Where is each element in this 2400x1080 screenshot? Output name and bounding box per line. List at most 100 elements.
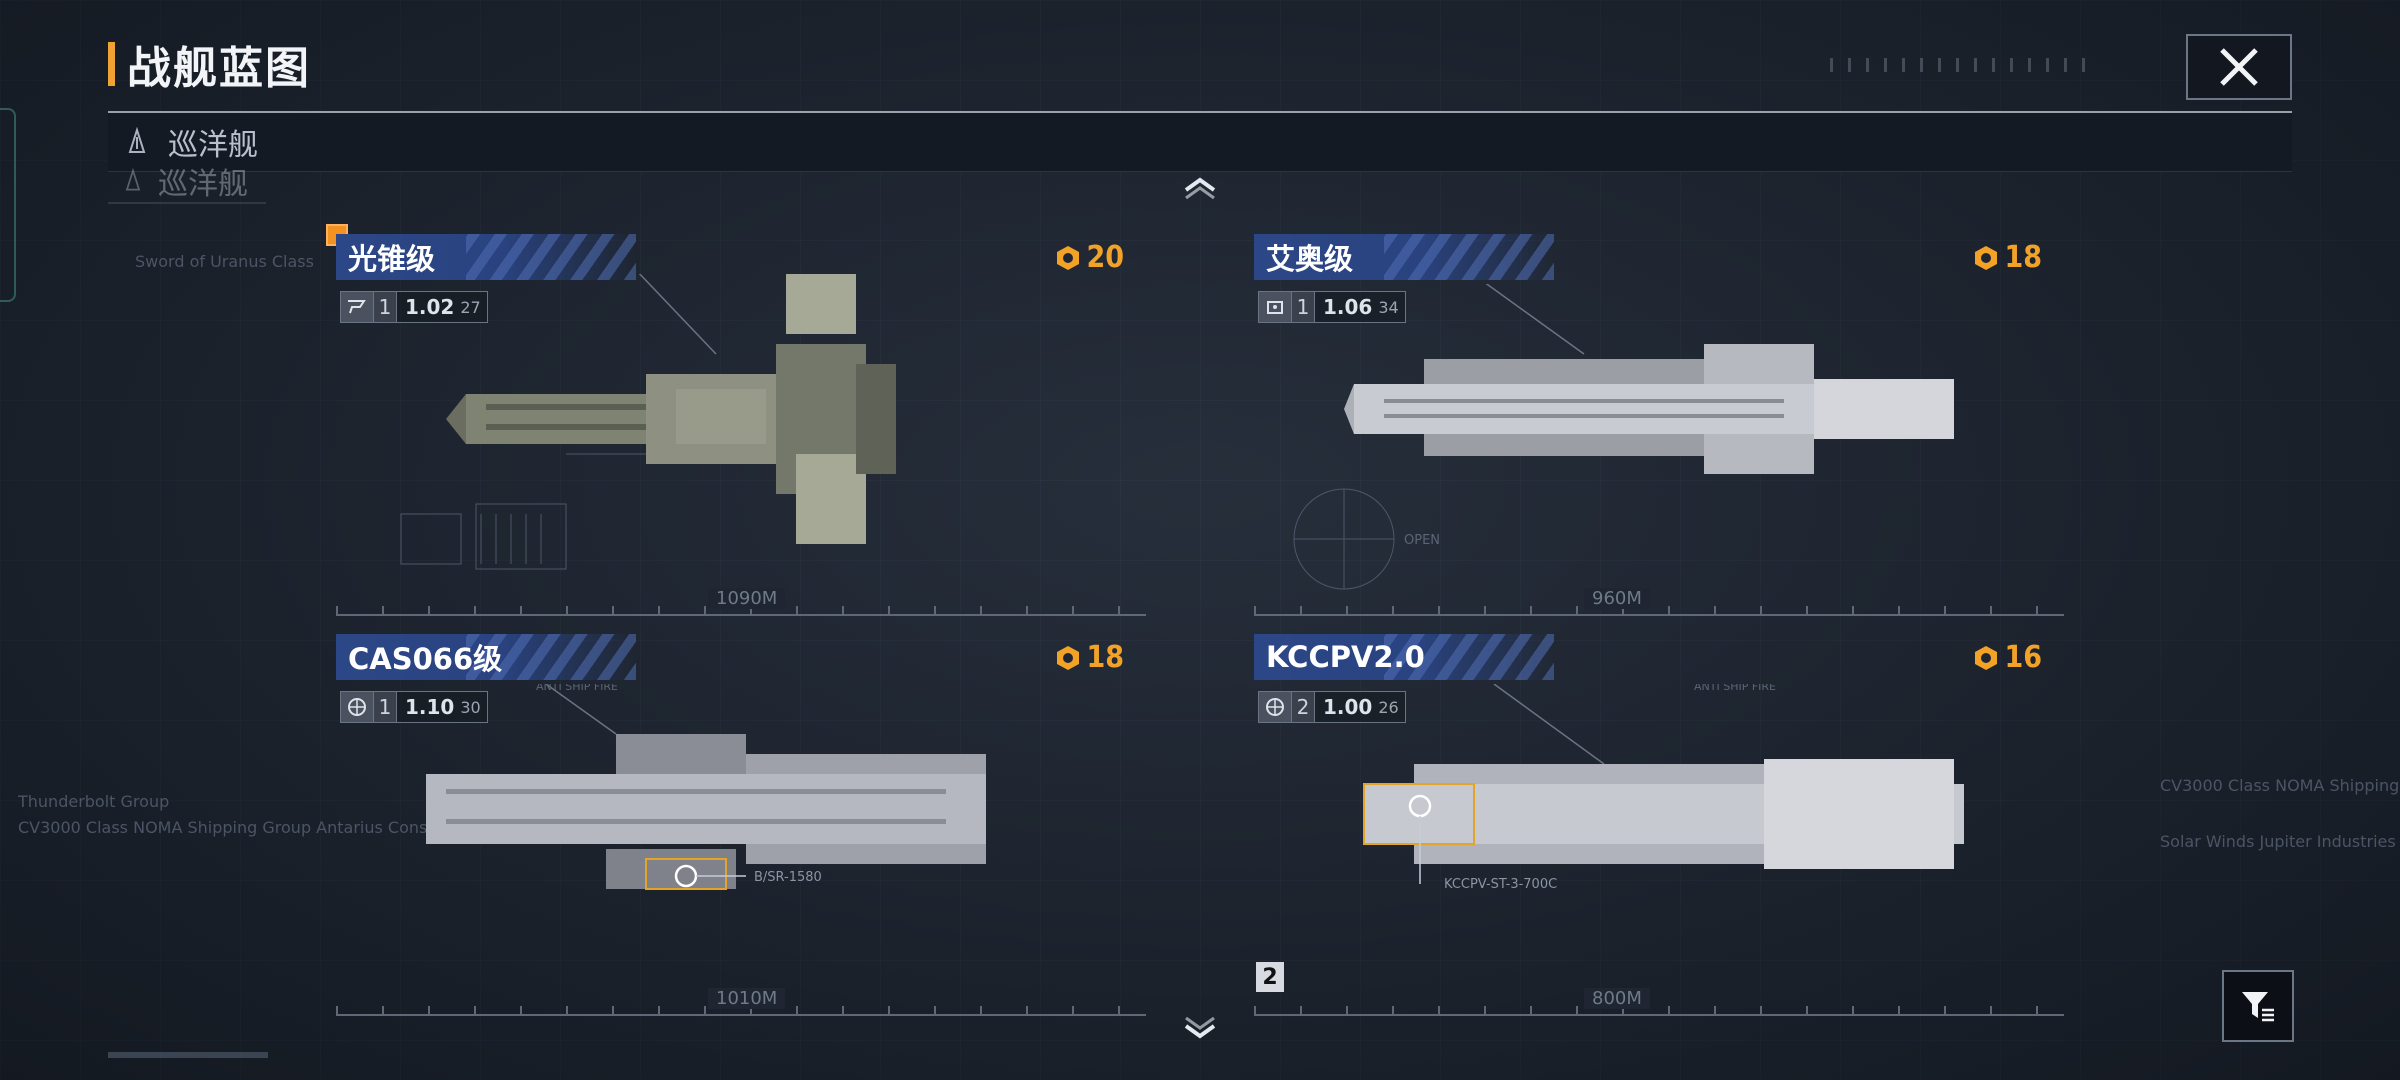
chevron-up-icon: [1184, 177, 1216, 200]
ship-name: CAS066级: [348, 642, 503, 676]
category-ghost-label: 巡洋舰: [158, 167, 248, 202]
open-label: OPEN: [1404, 533, 1440, 548]
ghost-text: Sword of Uranus Class: [135, 252, 314, 271]
spec-sub: 27: [460, 297, 481, 317]
ship-name-banner: KCCPV2.0: [1254, 634, 1554, 680]
banner-stripes: [1384, 634, 1554, 680]
ship-card[interactable]: 艾奥级 18 1 1.06 34 OPEN 960M: [1254, 234, 2074, 624]
spec-count: 1: [1291, 292, 1315, 322]
ruler-line: [336, 1014, 1146, 1016]
ship-name-banner: CAS066级: [336, 634, 636, 680]
spec-value: 1.10: [405, 695, 455, 719]
decor-tick-strip: [1830, 58, 2090, 72]
schematic-decor: [400, 503, 567, 570]
robot-icon: [1259, 292, 1291, 322]
page-title-text: 战舰蓝图: [127, 43, 311, 94]
header-divider: [108, 111, 2292, 113]
globe-icon: [341, 692, 373, 722]
close-button[interactable]: [2186, 34, 2292, 100]
length-ruler: 960M: [1254, 588, 2064, 620]
filter-icon: [2242, 992, 2274, 1022]
ship-length: 1010M: [708, 988, 786, 1009]
spec-sub: 34: [1378, 297, 1399, 317]
ship-cost: 16: [1972, 640, 2042, 675]
credit-hex-icon: [1975, 245, 1998, 270]
ghost-text: CV3000 Class NOMA Shipping Group Antariu…: [18, 818, 481, 837]
credit-hex-icon: [1975, 645, 1998, 670]
scroll-up-button[interactable]: [1180, 174, 1220, 204]
cruiser-class-icon: [125, 168, 141, 191]
credit-hex-icon: [1057, 245, 1080, 270]
ruler-line: [336, 614, 1146, 616]
ship-card[interactable]: KCCPV2.0 16 2 1.00 26 ANTI SHIP FIRE KCC…: [1254, 634, 2074, 1024]
ship-length: 1090M: [708, 588, 786, 609]
ship-card[interactable]: CAS066级 18 1 1.10 30 ANTI SHIP FIRE B/SR…: [336, 634, 1156, 1024]
banner-stripes: [466, 634, 636, 680]
level-badge: 2: [1256, 962, 1284, 992]
ship-spec: 1 1.02 27: [340, 291, 488, 323]
ship-length: 800M: [1584, 988, 1650, 1009]
filter-button[interactable]: [2222, 970, 2294, 1042]
spec-count: 1: [373, 692, 397, 722]
callout-label: B/SR-1580: [754, 870, 822, 885]
scroll-indicator: [108, 1052, 268, 1058]
ship-image: ANTI SHIP FIRE KCCPV-ST-3-700C: [1363, 684, 1964, 892]
ship-length: 960M: [1584, 588, 1650, 609]
schematic-decor: OPEN: [1293, 488, 1440, 590]
ship-spec: 1 1.10 30: [340, 691, 488, 723]
left-edge-tab[interactable]: [0, 108, 16, 302]
close-icon: [2220, 48, 2258, 86]
ruler-ticks: [1254, 1006, 2064, 1014]
callout-label: KCCPV-ST-3-700C: [1444, 877, 1557, 892]
ship-name-banner: 光锥级: [336, 234, 636, 280]
ruler-line: [1254, 1014, 2064, 1016]
ruler-ticks: [1254, 606, 2064, 614]
credit-hex-icon: [1057, 645, 1080, 670]
ruler-ticks: [336, 606, 1146, 614]
title-accent-bar: [108, 42, 115, 86]
spec-sub: 26: [1378, 697, 1399, 717]
chevron-down-icon: [1184, 1016, 1216, 1039]
ship-image: [1344, 284, 1954, 474]
anti-ship-label: ANTI SHIP FIRE: [1694, 684, 1776, 693]
spec-value: 1.02: [405, 295, 455, 319]
ghost-text: Solar Winds Jupiter Industries: [2160, 832, 2396, 851]
globe-icon: [1259, 692, 1291, 722]
scroll-down-button[interactable]: [1180, 1012, 1220, 1042]
category-dropdown[interactable]: 巡洋舰: [108, 113, 2292, 172]
ship-cost: 18: [1972, 240, 2042, 275]
spec-value: 1.00: [1323, 695, 1373, 719]
ship-image: [446, 274, 896, 544]
ghost-text: Thunderbolt Group: [18, 792, 170, 811]
ship-name: 光锥级: [348, 242, 436, 276]
length-ruler: 800M: [1254, 988, 2064, 1020]
ship-cost-value: 18: [2004, 240, 2042, 275]
anti-ship-label: ANTI SHIP FIRE: [536, 684, 618, 693]
category-ghost: 巡洋舰: [108, 160, 266, 204]
category-label: 巡洋舰: [168, 128, 258, 163]
spec-count: 2: [1291, 692, 1315, 722]
ship-cost: 20: [1054, 240, 1124, 275]
ship-cost-value: 16: [2004, 640, 2042, 675]
ship-name-banner: 艾奥级: [1254, 234, 1554, 280]
ghost-text: CV3000 Class NOMA Shipping: [2160, 776, 2400, 795]
page-title: 战舰蓝图: [108, 34, 311, 94]
spec-sub: 30: [460, 697, 481, 717]
length-ruler: 1090M: [336, 588, 1146, 620]
banner-stripes: [466, 234, 636, 280]
ruler-ticks: [336, 1006, 1146, 1014]
ship-image: ANTI SHIP FIRE B/SR-1580: [426, 684, 986, 890]
ship-card[interactable]: 光锥级 20 1 1.02 27 1090M: [336, 234, 1156, 624]
ship-name: 艾奥级: [1266, 242, 1354, 276]
ship-cost: 18: [1054, 640, 1124, 675]
ship-cost-value: 18: [1086, 640, 1124, 675]
flag-icon: [341, 292, 373, 322]
ship-cost-value: 20: [1086, 240, 1124, 275]
ruler-line: [1254, 614, 2064, 616]
cruiser-class-icon: [128, 127, 146, 153]
ship-spec: 2 1.00 26: [1258, 691, 1406, 723]
ship-name: KCCPV2.0: [1266, 640, 1425, 674]
spec-value: 1.06: [1323, 295, 1373, 319]
banner-stripes: [1384, 234, 1554, 280]
length-ruler: 1010M: [336, 988, 1146, 1020]
